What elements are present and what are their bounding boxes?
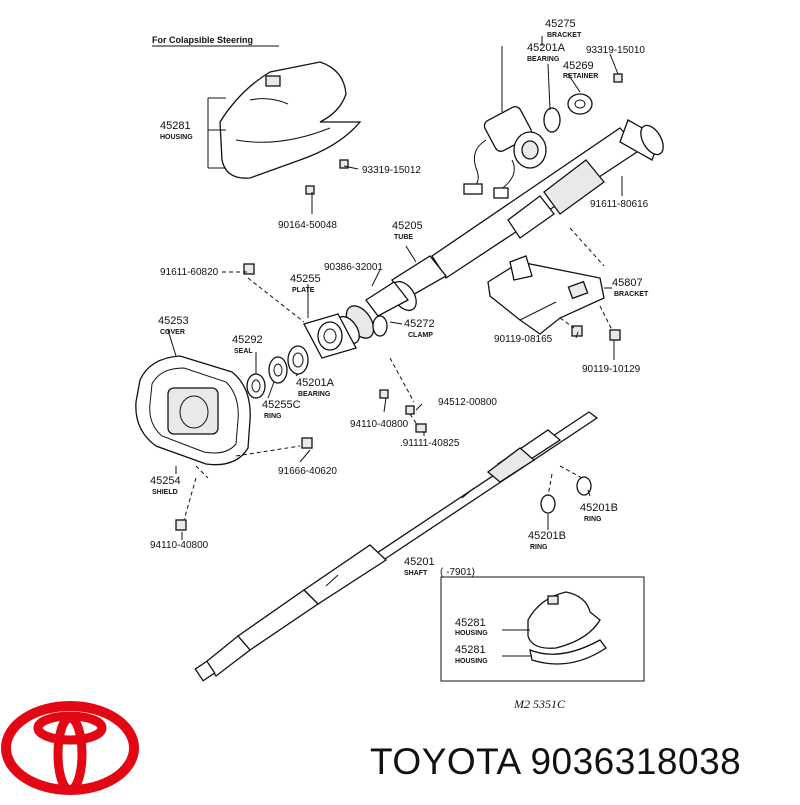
diagram-header: For Colapsible Steering <box>152 35 253 45</box>
callout-45254-caption: SHIELD <box>152 489 178 496</box>
callout-91611-80616: 91611-80616 <box>590 199 649 210</box>
callout-45201b-left-caption: RING <box>530 544 548 551</box>
variant-inset-box <box>440 576 645 682</box>
callout-45253-caption: COVER <box>160 329 185 336</box>
callout-90119-10129: 90119-10129 <box>582 364 641 375</box>
brand-name: TOYOTA <box>370 741 520 782</box>
callout-45292-number: 45292 <box>232 334 263 346</box>
callout-45281-main-number: 45281 <box>160 120 191 132</box>
callout-45281-main-caption: HOUSING <box>160 134 193 141</box>
callout-45201b-right-number: 45201B <box>580 502 618 514</box>
callout-45269-caption: RETAINER <box>563 73 598 80</box>
tube-part-illustration <box>336 119 664 345</box>
callout-45272-number: 45272 <box>404 318 435 330</box>
callout-94512-00800: 94512-00800 <box>438 397 497 408</box>
cover-shield-part-illustration <box>135 355 251 466</box>
drawing-code: M2 5351C <box>513 697 566 711</box>
callout-45255-number: 45255 <box>290 273 321 285</box>
callout-91611-60820: 91611-60820 <box>160 267 219 278</box>
bracket-lower-part-illustration <box>487 255 605 335</box>
callout-91111-40825: .91111-40825 <box>400 438 460 449</box>
callout-93319-15012: 93319-15012 <box>362 165 421 176</box>
callout-45201-caption: SHAFT <box>404 570 428 577</box>
callout-45281-inset1-caption: HOUSING <box>455 630 488 637</box>
callout-45201a-top-caption: BEARING <box>527 56 560 63</box>
callout-45205-caption: TUBE <box>394 234 413 241</box>
callout-45281-inset2-caption: HOUSING <box>455 658 488 665</box>
callout-45281-inset2-number: 45281 <box>455 644 486 656</box>
fasteners-illustration <box>175 263 621 531</box>
callout-45272-caption: CLAMP <box>408 332 433 339</box>
callout-45201a-top-number: 45201A <box>527 42 566 54</box>
callout-90119-08165: 90119-08165 <box>494 334 553 345</box>
callout-45201b-right-caption: RING <box>584 516 602 523</box>
callout-90386-32001: 90386-32001 <box>324 262 383 273</box>
brand-part-number: 9036318038 <box>530 741 742 782</box>
bracket-top-part-illustration <box>463 73 623 199</box>
bearing-ring-seal-illustration <box>246 345 309 399</box>
callout-45807-number: 45807 <box>612 277 643 289</box>
shaft-part-illustration <box>194 411 599 682</box>
callout-45201a-mid-number: 45201A <box>296 377 335 389</box>
callout-45201-number: 45201 <box>404 556 435 568</box>
callout-94110-40800-b: 94110-40800 <box>150 540 209 551</box>
callout-45275-number: 45275 <box>545 18 576 30</box>
callout-45255-caption: PLATE <box>292 287 315 294</box>
callout-45253-number: 45253 <box>158 315 189 327</box>
callout-45205-number: 45205 <box>392 220 423 232</box>
callout-45255c-caption: RING <box>264 413 282 420</box>
callout-45807-caption: BRACKET <box>614 291 649 298</box>
toyota-logo-icon <box>1 701 139 795</box>
callout-45254-number: 45254 <box>150 475 181 487</box>
callout-labels: 45275 BRACKET 45201A BEARING 93319-15010… <box>150 18 649 665</box>
callout-45292-caption: SEAL <box>234 348 253 355</box>
plate-part-illustration <box>303 313 357 359</box>
callout-93319-15010: 93319-15010 <box>586 45 645 56</box>
brand-caption: TOYOTA 9036318038 <box>370 741 741 783</box>
callout-45275-caption: BRACKET <box>547 32 582 39</box>
callout-45201a-mid-caption: BEARING <box>298 391 331 398</box>
callout-94110-40800-a: 94110-40800 <box>350 419 409 430</box>
callout-90164-50048: 90164-50048 <box>278 220 337 231</box>
callout-range: ( -7901) <box>440 567 475 578</box>
housing-main-part-illustration <box>219 61 362 195</box>
callout-91666-40620: 91666-40620 <box>278 466 337 477</box>
callout-45201b-left-number: 45201B <box>528 530 566 542</box>
leader-lines <box>167 36 623 657</box>
callout-45281-inset1-number: 45281 <box>455 617 486 629</box>
callout-45255c-number: 45255C <box>262 399 301 411</box>
callout-45269-number: 45269 <box>563 60 594 72</box>
dashed-assembly-lines <box>183 227 613 521</box>
